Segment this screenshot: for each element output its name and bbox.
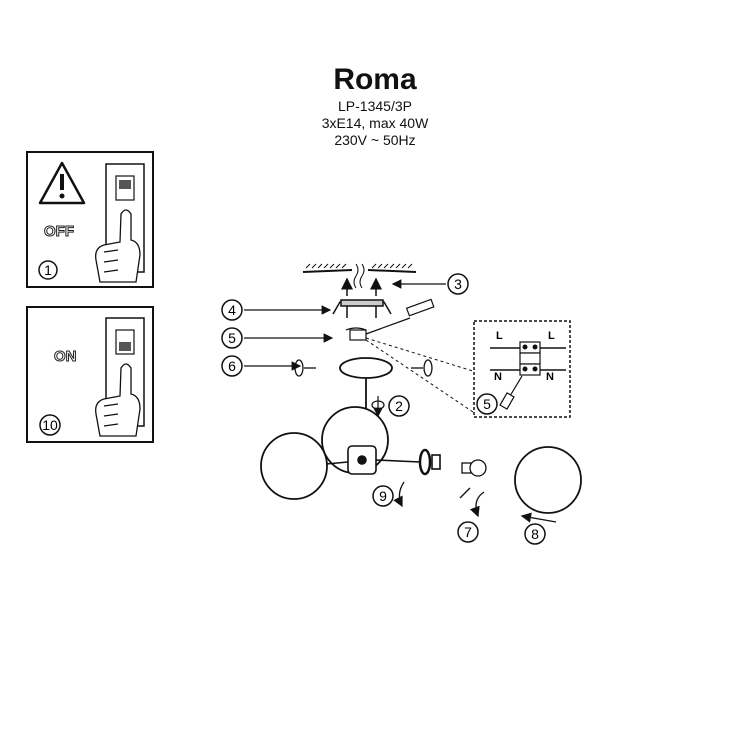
screw-arrows [341, 277, 382, 296]
step-4-number: 4 [228, 302, 236, 318]
step-3-marker: 3 [447, 273, 469, 295]
glass-globe [260, 432, 328, 500]
step-3-number: 3 [454, 276, 462, 292]
step-9-marker: 9 [372, 485, 394, 507]
step-8-number: 8 [531, 526, 539, 542]
step-4-marker: 4 [221, 299, 243, 321]
screwdriver-icon [499, 375, 523, 410]
step-6-marker: 6 [221, 355, 243, 377]
lamp-body [325, 445, 441, 476]
connector-block [345, 327, 367, 341]
step-1-marker: 1 [38, 260, 58, 280]
rotate-arrow-icon [371, 396, 385, 418]
step-1-number: 1 [44, 262, 52, 278]
bulb-icon [461, 459, 487, 477]
step-5-number: 5 [228, 330, 236, 346]
live-right-label: L [548, 330, 555, 342]
on-label: ON [54, 348, 77, 365]
switch-off-panel: OFF 1 [26, 151, 154, 288]
neutral-right-label: N [546, 371, 554, 383]
glass-globe [514, 446, 582, 514]
step-2-number: 2 [395, 398, 403, 414]
mounting-bracket [332, 299, 392, 318]
canopy [339, 357, 393, 452]
power-spec: 230V ~ 50Hz [334, 132, 416, 148]
step-10-marker: 10 [39, 414, 61, 436]
neutral-left-label: N [494, 371, 502, 383]
step-5-detail-number: 5 [483, 396, 491, 412]
step-2-marker: 2 [388, 395, 410, 417]
step-7-marker: 7 [457, 521, 479, 543]
step-5-marker: 5 [221, 327, 243, 349]
off-label: OFF [44, 223, 74, 240]
screwdriver-icon [365, 298, 435, 335]
ceiling-icon [302, 263, 417, 289]
product-header: Roma LP-1345/3P 3xE14, max 40W 230V ~ 50… [0, 62, 750, 149]
step-9-number: 9 [379, 488, 387, 504]
step-5-detail-marker: 5 [476, 393, 498, 415]
wiring-detail: L L N N 5 [473, 320, 571, 418]
live-left-label: L [496, 330, 503, 342]
step-10-number: 10 [42, 417, 58, 433]
warning-icon [38, 161, 86, 205]
hand-icon [95, 209, 141, 283]
hand-icon [95, 363, 141, 437]
step-8-marker: 8 [524, 523, 546, 545]
product-code: LP-1345/3P [338, 98, 412, 114]
bulb-spec: 3xE14, max 40W [321, 115, 429, 131]
product-title: Roma [333, 63, 417, 96]
switch-on-panel: ON 10 [26, 306, 154, 443]
rotate-screw-icon [294, 359, 433, 377]
step-6-number: 6 [228, 358, 236, 374]
step-7-number: 7 [464, 524, 472, 540]
